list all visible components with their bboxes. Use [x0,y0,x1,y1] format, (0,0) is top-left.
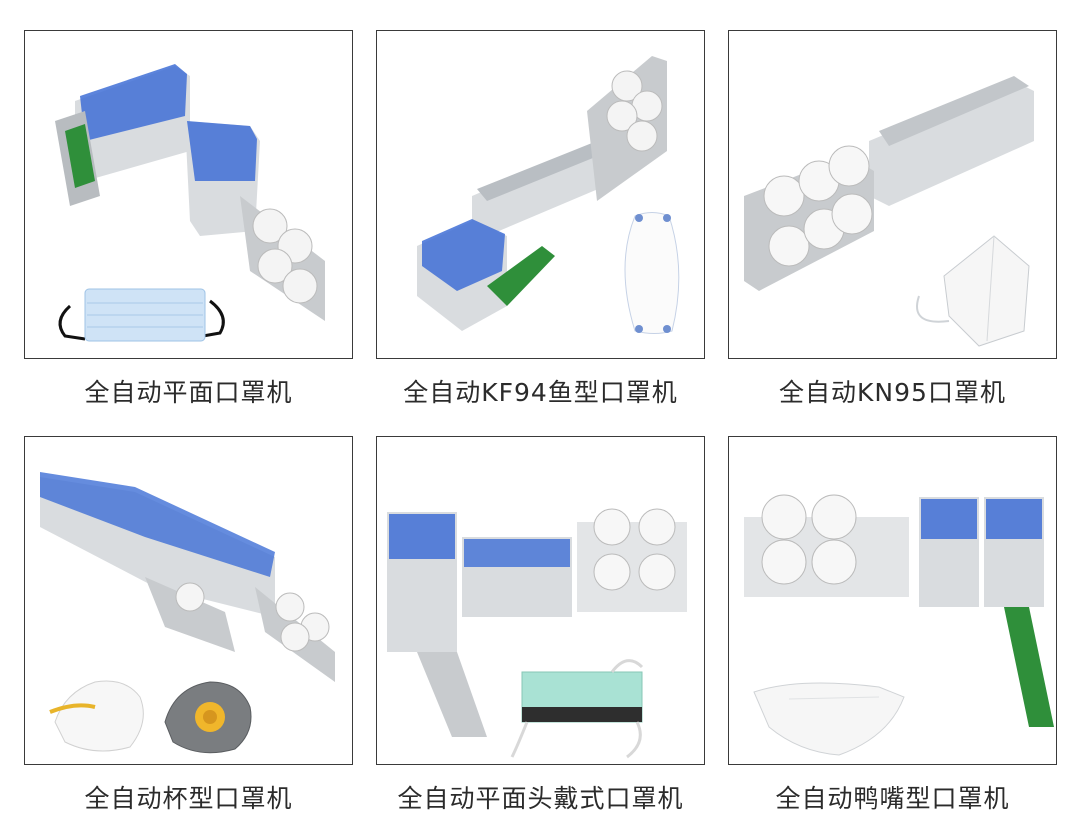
product-card-kn95[interactable]: 全自动KN95口罩机 [728,30,1057,409]
product-caption: 全自动鸭嘴型口罩机 [775,784,1010,813]
duckbill-mask-icon [753,682,905,756]
product-card-cup[interactable]: 全自动杯型口罩机 [24,436,353,815]
product-caption: 全自动平面头戴式口罩机 [397,784,684,813]
cup-mask-machine-icon [40,472,335,754]
product-image-frame[interactable] [376,436,705,765]
headband-mask-icon [510,659,644,759]
product-caption: 全自动KF94鱼型口罩机 [403,378,678,407]
product-caption: 全自动平面口罩机 [84,378,293,407]
product-card-duckbill[interactable]: 全自动鸭嘴型口罩机 [728,436,1057,815]
flat-mask-machine-icon [55,64,325,342]
product-image-frame[interactable] [728,30,1057,359]
product-caption: 全自动杯型口罩机 [84,784,293,813]
kf94-machine-icon [417,56,680,334]
product-image-frame[interactable] [728,436,1057,765]
product-caption: 全自动KN95口罩机 [779,378,1006,407]
kf94-mask-icon [624,212,680,334]
duckbill-machine-icon [744,494,1054,756]
product-image-frame[interactable] [376,30,705,359]
kn95-machine-icon [744,76,1034,347]
flat-mask-icon [58,288,225,342]
product-card-flat-mask[interactable]: 全自动平面口罩机 [24,30,353,409]
product-image-frame[interactable] [24,30,353,359]
cup-mask-icon [49,680,252,754]
headband-machine-icon [387,508,687,759]
product-image-frame[interactable] [24,436,353,765]
product-card-headband[interactable]: 全自动平面头戴式口罩机 [376,436,705,815]
kn95-mask-icon [916,235,1030,347]
product-card-kf94[interactable]: 全自动KF94鱼型口罩机 [376,30,705,409]
